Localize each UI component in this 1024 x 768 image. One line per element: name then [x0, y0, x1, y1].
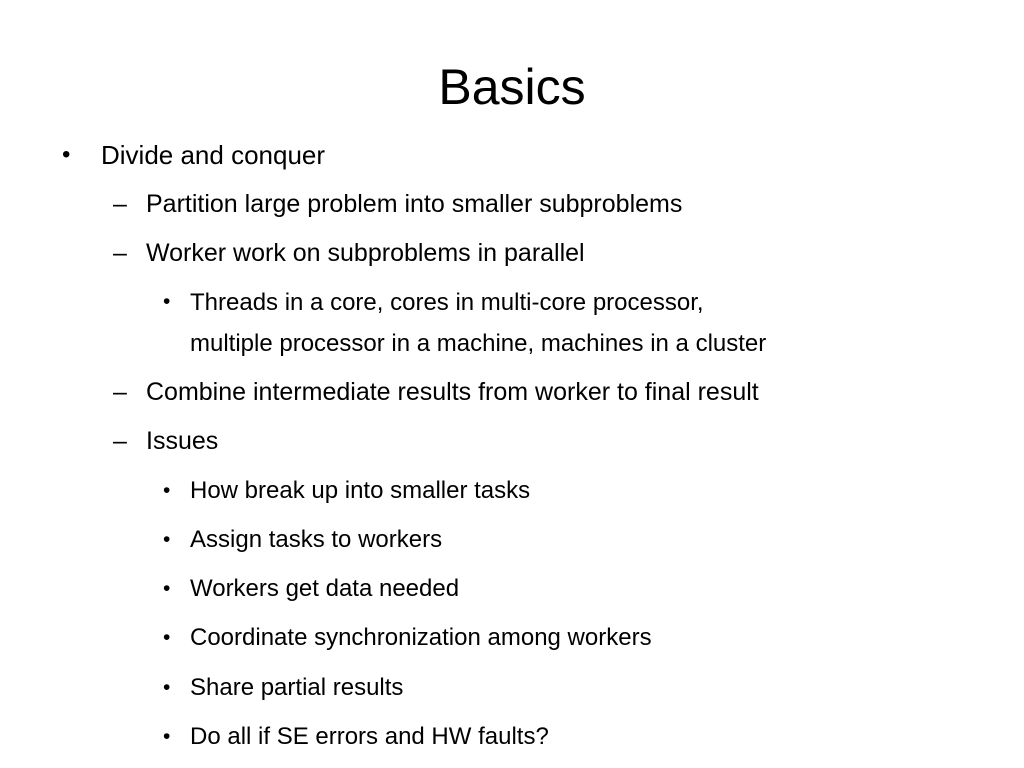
bullet-text: How break up into smaller tasks: [190, 477, 531, 504]
bullet-text: Workers get data needed: [190, 575, 460, 602]
bullet-text: Share partial results: [190, 674, 404, 701]
slide-title: Basics: [438, 59, 586, 115]
bullet-text: Divide and conquer: [101, 140, 326, 170]
dash-marker: –: [113, 378, 127, 406]
bullet-text: Worker work on subproblems in parallel: [146, 239, 585, 267]
bullet-marker: •: [163, 725, 171, 748]
bullet-text-line-2: multiple processor in a machine, machine…: [190, 330, 767, 357]
bullet-text: Partition large problem into smaller sub…: [146, 190, 683, 218]
bullet-text: Coordinate synchronization among workers: [190, 624, 652, 651]
bullet-marker: •: [163, 528, 171, 551]
bullet-text-line-1: Threads in a core, cores in multi-core p…: [190, 289, 704, 316]
bullet-marker: •: [62, 141, 71, 168]
dash-marker: –: [113, 427, 127, 455]
bullet-marker: •: [163, 676, 171, 699]
bullet-marker: •: [163, 626, 171, 649]
bullet-text: Assign tasks to workers: [190, 526, 443, 553]
bullet-marker: •: [163, 577, 171, 600]
dash-marker: –: [113, 239, 127, 267]
bullet-text: Combine intermediate results from worker…: [146, 378, 759, 406]
bullet-marker: •: [163, 290, 171, 313]
bullet-text: Do all if SE errors and HW faults?: [190, 723, 549, 750]
bullet-marker: •: [163, 479, 171, 502]
dash-marker: –: [113, 190, 127, 218]
bullet-text: Issues: [146, 427, 219, 455]
